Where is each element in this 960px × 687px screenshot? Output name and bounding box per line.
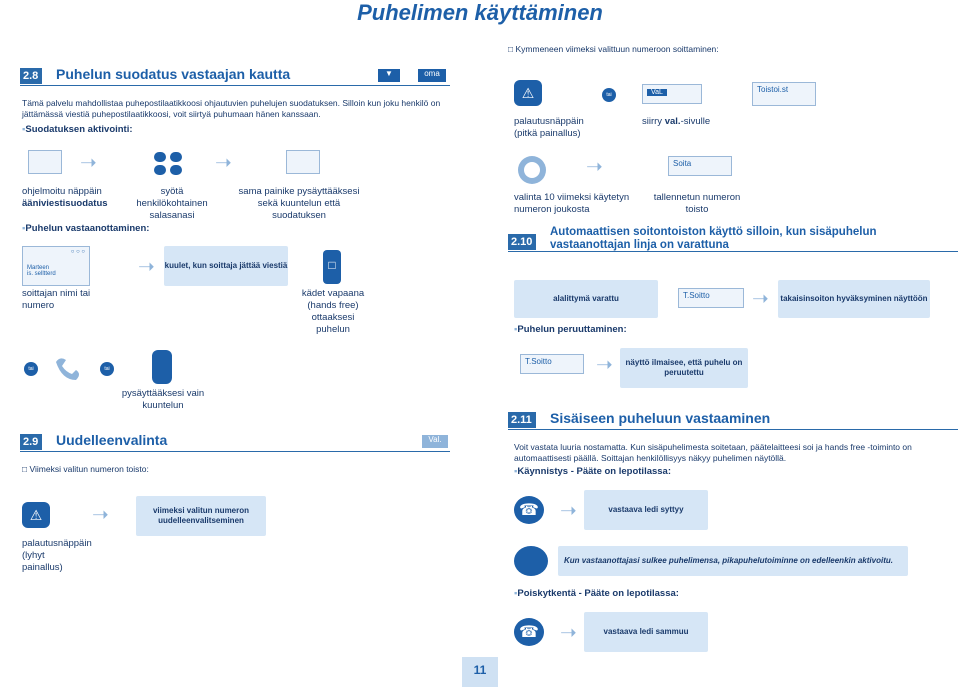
- section-number: 2.10: [511, 236, 533, 248]
- section-2-11-header: 2.11 Sisäiseen puheluun vastaaminen: [508, 410, 958, 430]
- last-number-heading: □ Viimeksi valitun numeron toisto:: [22, 464, 149, 474]
- section-number: 2.8: [23, 70, 39, 82]
- label-stored: tallennetun numeron toisto: [653, 192, 741, 215]
- programmed-key-icon: [28, 150, 62, 174]
- section-title: Sisäiseen puheluun vastaaminen: [550, 410, 771, 426]
- off-heading: Poiskytkentä - Pääte on lepotilassa:: [514, 588, 679, 599]
- val-tag: Val.: [422, 435, 448, 448]
- section-number: 2.11: [511, 414, 532, 426]
- intercom-key-icon[interactable]: ☎: [514, 618, 544, 646]
- arrow-icon: ➝: [215, 152, 232, 174]
- ten-last-heading: □ Kymmeneen viimeksi valittuun numeroon …: [508, 44, 719, 54]
- cancel-heading: Puhelun peruuttaminen:: [514, 324, 626, 335]
- recall-key-icon[interactable]: ⚠: [514, 80, 542, 106]
- arrow-icon: ➝: [560, 500, 577, 522]
- tai-badge: tai: [100, 362, 114, 376]
- section-title: Uudelleenvalinta: [56, 432, 168, 448]
- arrow-icon: ➝: [138, 256, 155, 278]
- intercom-key-icon[interactable]: ☎: [514, 496, 544, 524]
- label-choose-10: valinta 10 viimeksi käytetyn numeron jou…: [514, 192, 630, 215]
- section-title: Puhelun suodatus vastaajan kautta: [56, 66, 291, 82]
- repeat-screen: Toistoi.st: [752, 82, 816, 106]
- cancel-confirm-box: näyttö ilmaisee, että puhelu on peruutet…: [620, 348, 748, 388]
- tai-badge: tai: [602, 88, 616, 102]
- busy-box: alalittymä varattu: [514, 280, 658, 318]
- led-off-box: vastaava ledi sammuu: [584, 612, 708, 652]
- phone-screen: VaL: [642, 84, 702, 104]
- arrow-icon: ➝: [596, 354, 613, 376]
- note-box: Kun vastaanottajasi sulkee puhelimensa, …: [558, 546, 908, 576]
- activation-heading: Suodatuksen aktivointi:: [22, 124, 132, 135]
- section-intro: Voit vastata luuria nostamatta. Kun sisä…: [514, 442, 912, 463]
- label-stop-listening: pysäyttääksesi vain kuuntelun: [121, 388, 205, 411]
- section-number: 2.9: [23, 436, 39, 448]
- arrow-icon: ➝: [92, 504, 109, 526]
- answering-heading: Puhelun vastaanottaminen:: [22, 223, 149, 234]
- callback-screen: T.Soitto: [678, 288, 744, 308]
- listen-box: kuulet, kun soittaja jättää viestiä: [164, 246, 288, 286]
- handset-icon: [52, 354, 82, 384]
- programmed-key-icon: [286, 150, 320, 174]
- arrow-icon: ➝: [586, 156, 603, 178]
- arrow-icon: ➝: [560, 622, 577, 644]
- label-enter-password: syötä henkilökohtainen salasanasi: [136, 186, 208, 221]
- navigator-icon[interactable]: [514, 154, 550, 186]
- redial-box: viimeksi valitun numeron uudelleenvalits…: [136, 496, 266, 536]
- call-screen: Soita: [668, 156, 732, 176]
- info-icon: [514, 546, 548, 576]
- recall-key-icon[interactable]: ⚠: [22, 502, 50, 528]
- label-same-button: sama painike pysäyttääksesi sekä kuuntel…: [238, 186, 360, 221]
- stop-button[interactable]: [152, 350, 172, 384]
- page-number: 11: [462, 657, 498, 687]
- keypad-icon: [152, 150, 186, 178]
- label-handsfree: kädet vapaana (hands free) ottaaksesi pu…: [301, 288, 365, 335]
- arrow-icon: ➝: [752, 288, 769, 310]
- section-intro: Tämä palvelu mahdollistaa puhepostilaati…: [22, 98, 441, 119]
- page-title: Puhelimen käyttäminen: [357, 0, 603, 25]
- on-heading: Käynnistys - Pääte on lepotilassa:: [514, 466, 671, 477]
- oma-tag: oma: [418, 69, 446, 82]
- speaker-icon[interactable]: □: [323, 250, 341, 284]
- arrow-icon: ➝: [80, 152, 97, 174]
- label-move-val: siirry val.-sivulle: [642, 116, 711, 127]
- label-recall-short: palautusnäppäin (lyhyt painallus): [22, 538, 92, 573]
- callback-box: takaisinsoiton hyväksyminen näyttöön: [778, 280, 930, 318]
- phone-screen: ○ ○ ○ Marteen is. selltterd: [22, 246, 90, 286]
- cancel-screen: T.Soitto: [520, 354, 584, 374]
- led-on-box: vastaava ledi syttyy: [584, 490, 708, 530]
- section-title: Automaattisen soitontoiston käyttö sillo…: [550, 226, 877, 251]
- label-caller: soittajan nimi tai numero: [22, 288, 91, 311]
- section-2-8-header: 2.8 Puhelun suodatus vastaajan kautta ▼ …: [20, 66, 450, 86]
- section-2-10-header: 2.10 Automaattisen soitontoiston käyttö …: [508, 226, 958, 252]
- section-2-9-header: 2.9 Uudelleenvalinta Val.: [20, 432, 450, 452]
- tai-badge: tai: [24, 362, 38, 376]
- label-recall-long: palautusnäppäin (pitkä painallus): [514, 116, 584, 139]
- chevron-down-icon: ▼: [378, 69, 400, 82]
